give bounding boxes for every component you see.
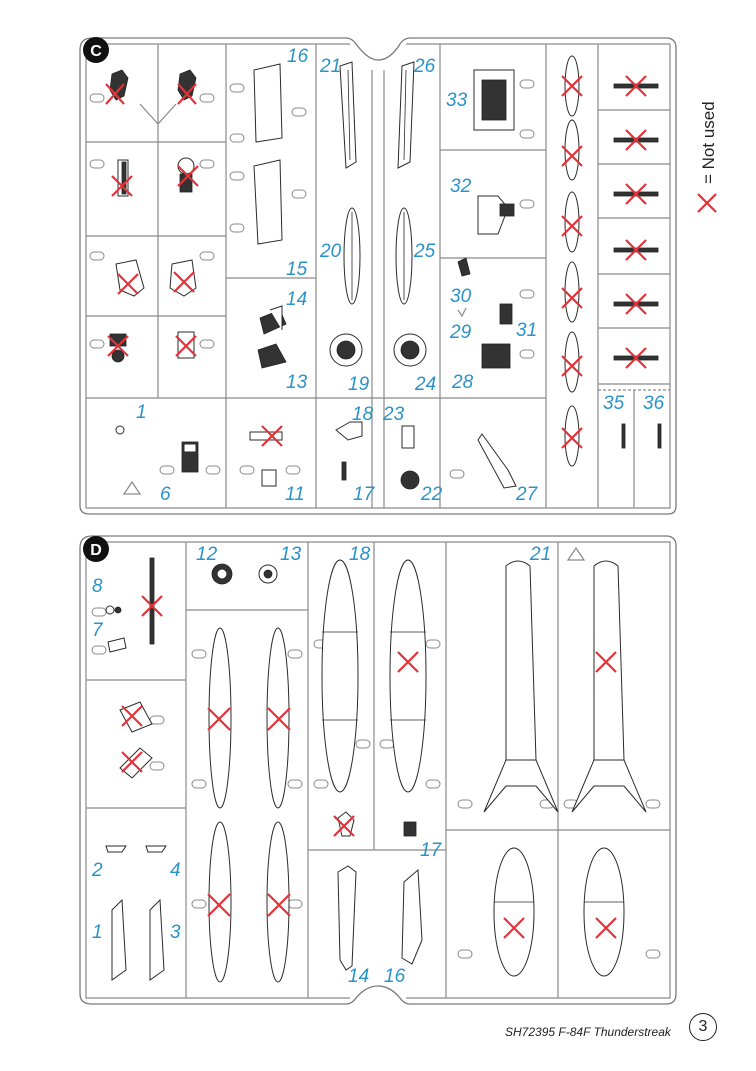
label-c28: 28 <box>451 372 474 393</box>
not-used-x <box>105 83 125 105</box>
label-c30: 30 <box>450 286 472 307</box>
label-c25: 25 <box>413 241 436 262</box>
label-c1: 1 <box>136 402 147 423</box>
not-used-x <box>561 145 583 167</box>
label-c35: 35 <box>603 393 625 414</box>
sprue-d-parts <box>105 546 647 983</box>
label-c18: 18 <box>352 404 374 425</box>
legend: = Not used <box>697 101 718 213</box>
label-c32: 32 <box>450 176 472 197</box>
label-d7: 7 <box>92 620 104 641</box>
label-d3: 3 <box>170 922 181 943</box>
not-used-x <box>503 917 525 939</box>
sprue-c: C 1 6 11 13 14 15 16 17 18 19 20 21 22 2… <box>79 37 677 515</box>
not-used-x <box>173 271 195 293</box>
sprue-d-gates <box>91 607 661 959</box>
label-c20: 20 <box>319 241 342 262</box>
sprue-d-runners <box>86 542 670 998</box>
legend-text: = Not used <box>699 101 718 184</box>
label-c14: 14 <box>286 289 307 310</box>
label-d14: 14 <box>348 966 369 987</box>
legend-x-icon <box>697 193 717 213</box>
page-number: 3 <box>689 1013 717 1041</box>
label-c21: 21 <box>319 56 341 77</box>
label-c31: 31 <box>516 320 537 341</box>
not-used-x <box>177 83 197 105</box>
sprue-d: D 1 2 3 4 7 8 12 13 14 16 17 18 21 <box>79 535 677 1005</box>
not-used-x <box>261 425 283 447</box>
not-used-x <box>625 183 647 205</box>
sprue-d-labels: 1 2 3 4 7 8 12 13 14 16 17 18 21 <box>91 544 551 987</box>
not-used-x <box>561 287 583 309</box>
not-used-x <box>107 335 129 357</box>
svg-text:D: D <box>90 542 102 559</box>
label-d2: 2 <box>91 860 103 881</box>
label-c24: 24 <box>414 374 436 395</box>
not-used-x <box>595 917 617 939</box>
label-c11: 11 <box>285 484 305 505</box>
not-used-x <box>141 595 163 617</box>
not-used-x <box>121 705 143 727</box>
not-used-x <box>207 893 231 917</box>
sprue-d-badge: D <box>83 536 109 562</box>
not-used-x <box>397 651 419 673</box>
label-c13: 13 <box>286 372 308 393</box>
not-used-x <box>175 335 197 357</box>
label-d13: 13 <box>280 544 302 565</box>
label-c22: 22 <box>420 484 443 505</box>
label-c33: 33 <box>446 90 468 111</box>
not-used-x <box>561 75 583 97</box>
footer-title: F-84F Thunderstreak <box>558 1025 671 1039</box>
label-d8: 8 <box>92 576 103 597</box>
sprue-c-labels: 1 6 11 13 14 15 16 17 18 19 20 21 22 23 … <box>136 46 665 505</box>
not-used-x <box>121 751 143 773</box>
not-used-x <box>595 651 617 673</box>
label-c29: 29 <box>449 322 472 343</box>
not-used-x <box>625 347 647 369</box>
not-used-x <box>561 427 583 449</box>
sprue-c-badge: C <box>83 37 109 63</box>
label-c6: 6 <box>160 484 171 505</box>
label-c36: 36 <box>643 393 665 414</box>
not-used-x <box>177 165 199 187</box>
not-used-x <box>625 293 647 315</box>
sprue-c-runners <box>86 44 670 508</box>
label-d4: 4 <box>170 860 181 881</box>
label-d18: 18 <box>349 544 371 565</box>
label-c17: 17 <box>353 484 376 505</box>
not-used-x <box>111 175 133 197</box>
svg-text:C: C <box>90 43 102 60</box>
sprue-c-parts <box>109 55 662 495</box>
label-c15: 15 <box>286 259 308 280</box>
not-used-x <box>267 707 291 731</box>
not-used-x <box>267 893 291 917</box>
label-c16: 16 <box>287 46 309 67</box>
label-c27: 27 <box>515 484 539 505</box>
sprue-d-frame <box>79 535 677 1005</box>
label-c23: 23 <box>382 404 405 425</box>
not-used-x <box>117 273 139 295</box>
not-used-x <box>625 129 647 151</box>
label-d16: 16 <box>384 966 406 987</box>
label-d17: 17 <box>420 840 443 861</box>
not-used-x <box>625 75 647 97</box>
footer-kit: SH72395 <box>505 1025 556 1039</box>
sprue-c-gates <box>89 79 535 479</box>
not-used-x <box>625 239 647 261</box>
not-used-x <box>561 215 583 237</box>
not-used-x <box>333 815 355 837</box>
not-used-x <box>207 707 231 731</box>
sprue-c-frame <box>79 37 677 515</box>
label-d21: 21 <box>529 544 551 565</box>
not-used-marks <box>105 75 647 939</box>
not-used-x <box>561 355 583 377</box>
label-c19: 19 <box>348 374 370 395</box>
label-d12: 12 <box>196 544 218 565</box>
label-d1: 1 <box>92 922 103 943</box>
label-c26: 26 <box>413 56 436 77</box>
footer-caption: SH72395 F-84F Thunderstreak <box>505 1025 671 1039</box>
